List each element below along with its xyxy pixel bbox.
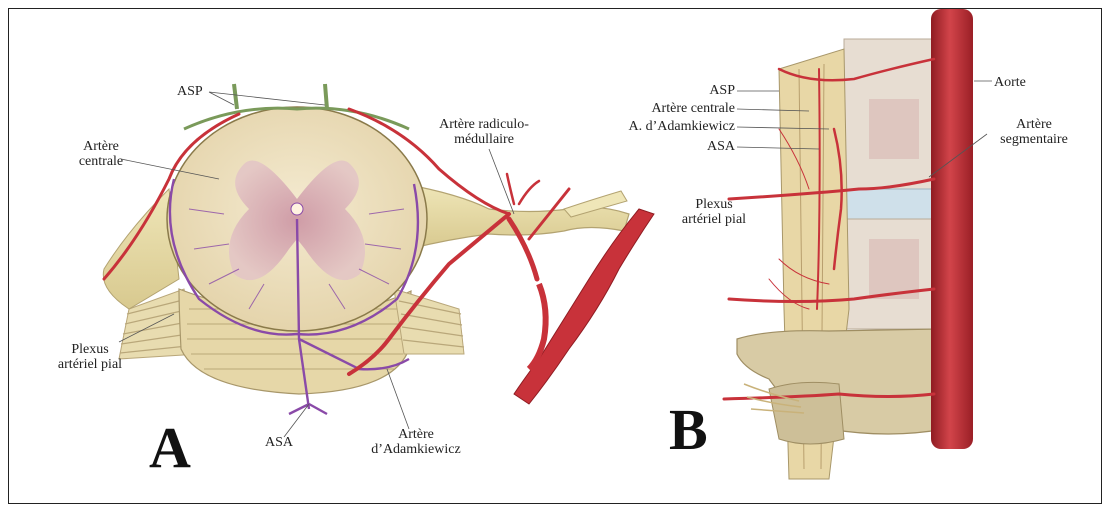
label-b-plexus-line2: artériel pial [669,212,759,227]
label-a-asa: ASA [265,435,293,450]
figure-frame: ASP Artère centrale Artère radiculo- méd… [8,8,1102,504]
label-a-artere-radiculo-line2: médullaire [414,132,554,147]
label-b-asp: ASP [639,83,735,98]
label-a-plexus-line2: artériel pial [35,357,145,372]
label-b-plexus-line1: Plexus [669,197,759,212]
panel-a-drawing [103,84,654,414]
label-a-adamkiewicz-line2: d’Adamkiewicz [351,442,481,457]
panel-b-drawing [724,9,973,479]
label-a-adamkiewicz-line1: Artère [351,427,481,442]
label-b-segmentaire: Artère segmentaire [989,117,1079,147]
label-b-artere-centrale: Artère centrale [579,101,735,116]
label-b-segmentaire-line2: segmentaire [989,132,1079,147]
panel-letter-b: B [669,401,708,459]
label-b-plexus: Plexus artériel pial [669,197,759,227]
disc-upper [844,189,944,219]
spinal-nerve [404,184,629,249]
label-a-plexus-line1: Plexus [35,342,145,357]
label-a-adamkiewicz: Artère d’Adamkiewicz [351,427,481,457]
label-a-artere-centrale: Artère centrale [51,139,151,169]
segmental-artery-a [514,209,654,404]
label-a-plexus: Plexus artériel pial [35,342,145,372]
label-a-artere-radiculo: Artère radiculo- médullaire [414,117,554,147]
label-b-segmentaire-line1: Artère [989,117,1079,132]
label-b-adamkiewicz: A. d’Adamkiewicz [579,119,735,134]
label-b-aorte: Aorte [994,75,1026,90]
label-a-artere-radiculo-line1: Artère radiculo- [414,117,554,132]
label-a-asp: ASP [177,84,203,99]
panel-letter-a: A [149,419,191,477]
label-a-artere-centrale-line2: centrale [51,154,151,169]
label-b-asa: ASA [639,139,735,154]
label-a-artere-centrale-line1: Artère [51,139,151,154]
aorta [931,9,973,449]
